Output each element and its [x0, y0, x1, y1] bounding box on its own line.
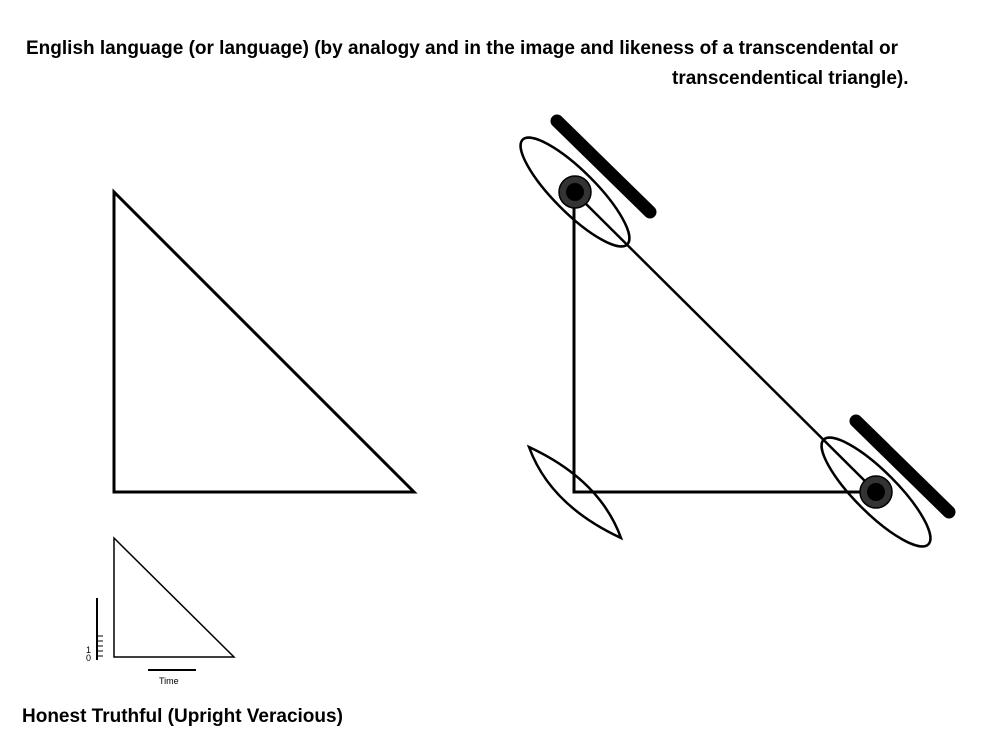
- bottom-right-thick-bar: [849, 414, 956, 519]
- top-vertex-node-center: [566, 183, 584, 201]
- small-triangle-figure: 1 0 Time: [86, 536, 236, 686]
- annotated-triangle-hypotenuse: [573, 191, 877, 493]
- small-y-axis-ticks: [97, 635, 103, 657]
- y-tick-label-0: 0: [86, 653, 91, 663]
- top-thick-bar: [550, 114, 657, 219]
- annotated-triangle-figure: [519, 114, 956, 548]
- bottom-right-vertex-node-center: [867, 483, 885, 501]
- large-right-triangle: [112, 188, 418, 494]
- annotated-triangle-edges: [572, 192, 876, 494]
- y-tick-label-1: 1: [86, 645, 91, 655]
- x-axis-label-time: Time: [159, 676, 179, 686]
- small-right-triangle: [113, 536, 236, 658]
- bottom-left-lens: [526, 444, 624, 541]
- page-title-line-2: transcendentical triangle).: [672, 68, 909, 89]
- page-title-line-1: English language (or language) (by analo…: [26, 38, 899, 59]
- caption-honest-truthful: Honest Truthful (Upright Veracious): [22, 706, 343, 727]
- bottom-right-vertex-ellipse: [820, 436, 932, 548]
- top-vertex-ellipse: [519, 136, 631, 248]
